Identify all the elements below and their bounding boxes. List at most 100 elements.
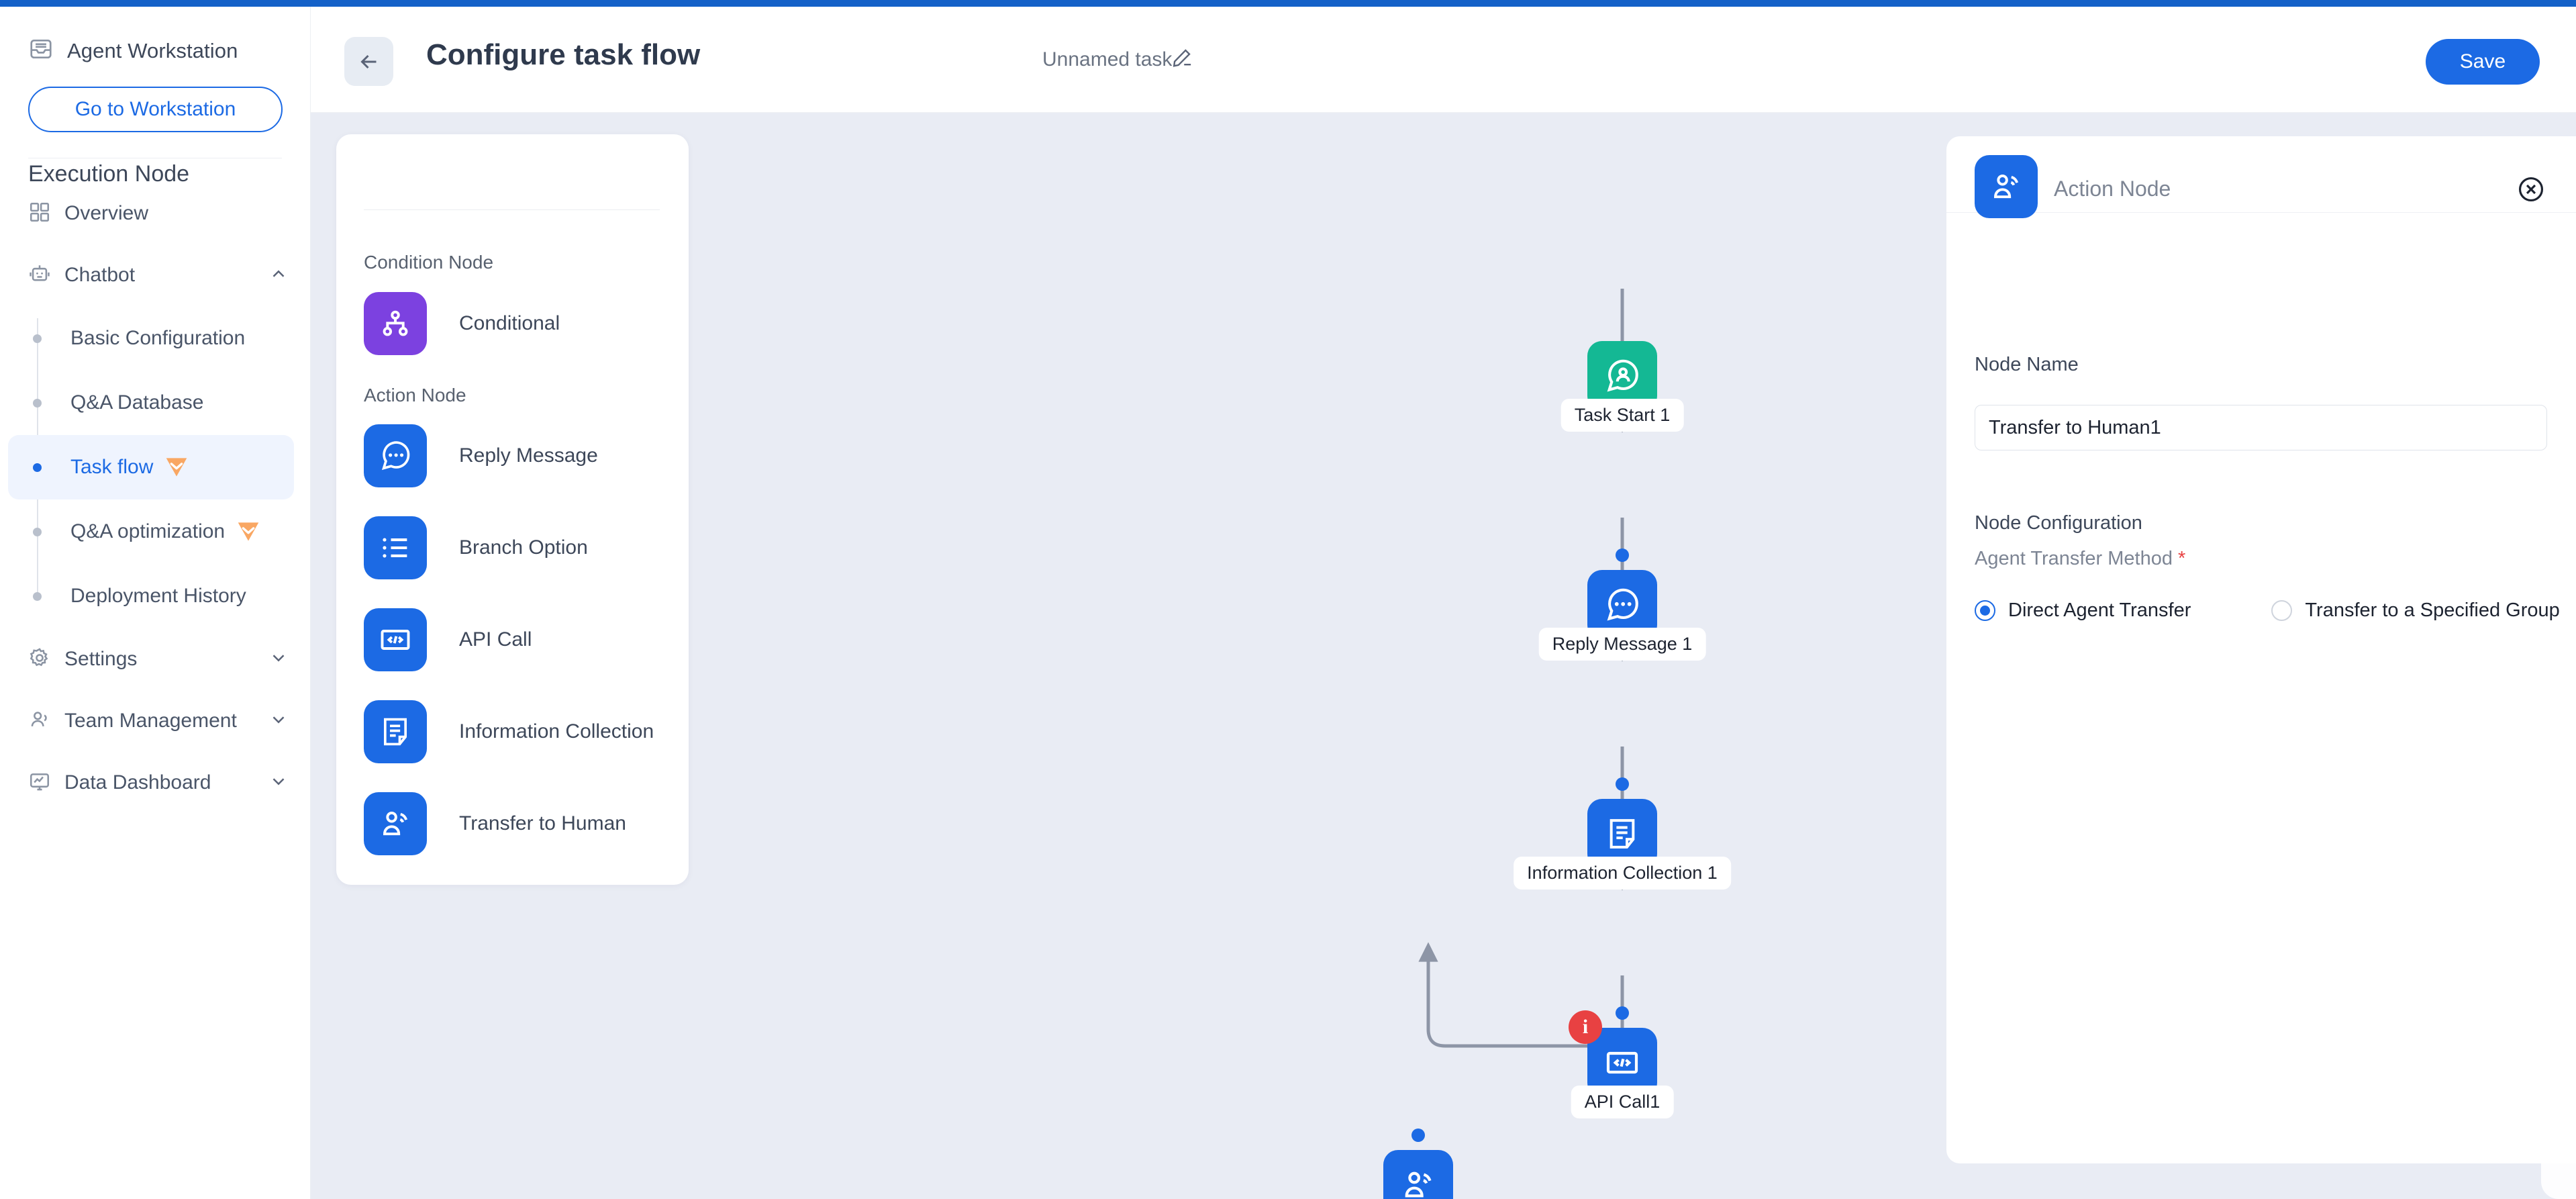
flow-canvas-inner: Task Start 1 Reply Message 1: [311, 113, 2576, 1199]
arrow-left-icon: [360, 54, 376, 68]
sidebar: Agent Workstation Go to Workstation Over…: [0, 7, 311, 1199]
radio-label: Transfer to a Specified Group: [2305, 600, 2560, 621]
code-brackets-icon: [364, 608, 427, 671]
sidebar-item-data-dashboard[interactable]: Data Dashboard: [0, 752, 310, 814]
chevron-down-icon[interactable]: [268, 710, 289, 733]
save-button[interactable]: Save: [2426, 39, 2540, 85]
node-label: API Call1: [1571, 1086, 1674, 1118]
list-icon: [364, 516, 427, 579]
page-title: Configure task flow: [426, 38, 701, 71]
chevron-down-icon[interactable]: [268, 648, 289, 671]
sidebar-item-chatbot[interactable]: Chatbot: [0, 244, 310, 306]
top-accent-bar: [0, 0, 2576, 7]
agent-transfer-icon: [1405, 1171, 1432, 1198]
sidebar-item-task-flow[interactable]: Task flow: [8, 435, 294, 499]
sidebar-item-label: Chatbot: [64, 264, 136, 286]
inspector-header: Action Node: [1946, 136, 2576, 218]
palette-group-action-node: Action Node: [364, 385, 466, 405]
flow-node-transfer-to-human-1[interactable]: Transfer to Human1: [1383, 1129, 1453, 1199]
sidebar-subitem-label: Task flow: [70, 456, 154, 478]
form-document-icon: [364, 700, 427, 763]
pro-badge-icon: [234, 520, 262, 543]
chat-user-icon: [1607, 359, 1638, 392]
node-label: Reply Message 1: [1538, 628, 1706, 661]
palette-item-conditional[interactable]: Conditional: [364, 292, 560, 355]
sidebar-item-label: Overview: [64, 202, 149, 224]
agent-transfer-method-label: Agent Transfer Method *: [1975, 548, 2185, 570]
palette-item-label: Reply Message: [459, 444, 598, 467]
pro-badge-icon: [162, 456, 191, 479]
agent-transfer-method-text: Agent Transfer Method: [1975, 548, 2173, 569]
bullet-dot-icon: [33, 398, 42, 407]
sidebar-subitem-label: Q&A optimization: [70, 520, 226, 542]
sidebar-item-settings[interactable]: Settings: [0, 628, 310, 690]
close-circle-icon[interactable]: [2517, 175, 2545, 207]
bullet-dot-icon: [33, 334, 42, 343]
palette-item-information-collection[interactable]: Information Collection: [364, 700, 654, 763]
flow-node-api-call-1[interactable]: i API Call1: [1569, 1006, 1674, 1118]
sidebar-item-basic-configuration[interactable]: Basic Configuration: [8, 306, 294, 371]
page-header: Configure task flow Unnamed task Save: [311, 7, 2576, 113]
node-input-port[interactable]: [1616, 777, 1629, 791]
sidebar-item-label: Team Management: [64, 710, 237, 732]
chevron-up-icon[interactable]: [268, 264, 289, 287]
palette-item-label: API Call: [459, 628, 532, 651]
node-input-port[interactable]: [1616, 1006, 1629, 1020]
node-inspector-panel: Action Node Node Name Node Configuration…: [1946, 136, 2576, 1163]
radio-transfer-to-specified-group[interactable]: Transfer to a Specified Group: [2271, 600, 2560, 622]
palette-divider: [364, 209, 660, 210]
brand: Agent Workstation: [0, 7, 310, 65]
node-name-label: Node Name: [1975, 354, 2079, 375]
radio-dot-icon[interactable]: [2271, 600, 2293, 621]
monitor-chart-icon: [28, 770, 51, 796]
chevron-down-icon[interactable]: [268, 771, 289, 795]
palette-item-label: Branch Option: [459, 536, 588, 559]
palette-item-branch-option[interactable]: Branch Option: [364, 516, 588, 579]
palette-group-condition-node: Condition Node: [364, 252, 494, 273]
radio-direct-agent-transfer[interactable]: Direct Agent Transfer: [1975, 600, 2191, 622]
chat-bubble-dots-icon: [364, 424, 427, 487]
sidebar-subitem-label: Basic Configuration: [70, 327, 246, 349]
flow-node-task-start-1[interactable]: Task Start 1: [1561, 341, 1684, 432]
sidebar-item-deployment-history[interactable]: Deployment History: [8, 564, 294, 628]
sidebar-item-team-management[interactable]: Team Management: [0, 690, 310, 752]
agent-transfer-method-radio-group: Direct Agent Transfer Transfer to a Spec…: [1975, 600, 2560, 622]
sidebar-item-label: Settings: [64, 648, 138, 670]
brand-label: Agent Workstation: [67, 38, 238, 62]
go-to-workstation-button[interactable]: Go to Workstation: [28, 87, 283, 132]
flow-node-reply-message-1[interactable]: Reply Message 1: [1538, 548, 1706, 661]
inspector-title: Action Node: [2054, 177, 2171, 201]
hierarchy-icon: [364, 292, 427, 355]
form-document-icon: [1609, 819, 1635, 849]
palette-item-label: Conditional: [459, 312, 560, 334]
palette-item-transfer-to-human[interactable]: Transfer to Human: [364, 792, 626, 855]
node-warning-badge[interactable]: i: [1569, 1010, 1602, 1044]
node-icon-box[interactable]: [1383, 1150, 1453, 1199]
sidebar-item-qa-optimization[interactable]: Q&A optimization: [8, 499, 294, 564]
sidebar-item-qa-database[interactable]: Q&A Database: [8, 371, 294, 435]
sidebar-subitem-label: Deployment History: [70, 585, 246, 607]
node-input-port[interactable]: [1616, 548, 1629, 562]
node-label: Information Collection 1: [1514, 857, 1731, 890]
gear-icon: [28, 646, 51, 673]
palette-item-reply-message[interactable]: Reply Message: [364, 424, 598, 487]
node-name-input[interactable]: [1975, 405, 2547, 450]
bullet-dot-icon: [33, 463, 42, 472]
sidebar-subnav-chatbot: Basic Configuration Q&A Database Task fl…: [0, 306, 310, 628]
sidebar-item-label: Data Dashboard: [64, 771, 211, 794]
back-button[interactable]: [344, 37, 393, 86]
code-brackets-icon: [1606, 1051, 1638, 1074]
node-input-port[interactable]: [1411, 1129, 1425, 1142]
sidebar-item-overview[interactable]: Overview: [0, 183, 310, 244]
required-asterisk: *: [2178, 548, 2186, 569]
pencil-edit-icon[interactable]: [1170, 47, 1193, 73]
radio-dot-icon[interactable]: [1975, 600, 1995, 621]
sidebar-nav: Overview Chatbot: [0, 183, 310, 814]
task-name-label: Unnamed task: [1042, 48, 1173, 70]
flow-node-information-collection-1[interactable]: Information Collection 1: [1514, 777, 1731, 890]
robot-icon: [28, 262, 51, 289]
sidebar-subitem-label: Q&A Database: [70, 391, 204, 414]
palette-item-api-call[interactable]: API Call: [364, 608, 532, 671]
palette-item-label: Information Collection: [459, 720, 654, 742]
